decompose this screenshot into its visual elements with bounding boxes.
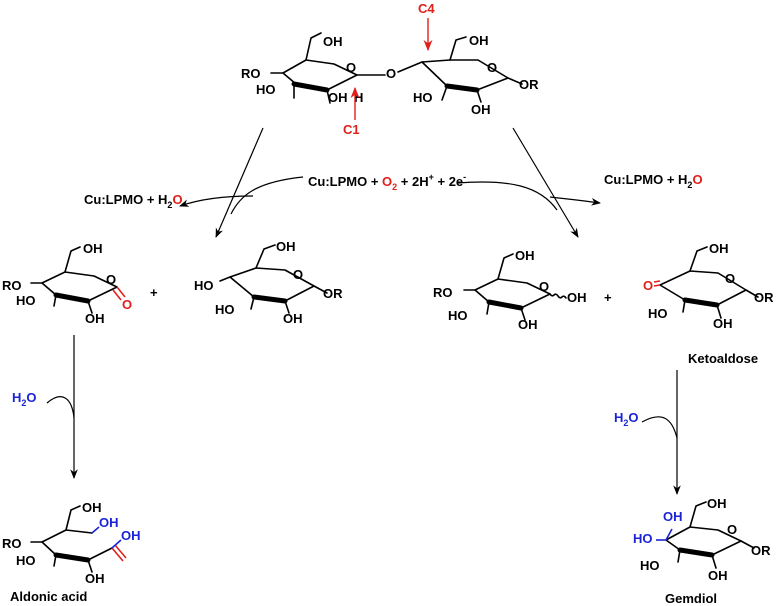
substrate-left-ch2oh: OH	[323, 34, 343, 49]
left-water: H2O	[12, 390, 37, 408]
glucoside-oh: OH	[283, 311, 303, 326]
right-byproduct: Cu:LPMO + H2O	[604, 172, 703, 190]
gemdiol-or: OR	[751, 543, 771, 558]
substrate-left-ho: HO	[256, 82, 276, 97]
substrate-left-ring-o: O	[346, 60, 356, 75]
substrate-right-ho: HO	[413, 90, 433, 105]
left-curved-input	[230, 176, 304, 215]
substrate-left-ring: OH O RO HO OH H	[241, 32, 386, 105]
ketoaldose-keto-o: O	[643, 278, 653, 293]
aldonic-ro: RO	[2, 536, 22, 551]
c1-oxidation-arrow	[215, 127, 264, 238]
aldonic-acid-product: OH RO OH HO OH OH Aldonic acid	[2, 500, 141, 604]
hemiacetal-ring-o: O	[539, 279, 549, 294]
aldonic-ch2oh: OH	[82, 500, 102, 515]
ketoaldose-caption: Ketoaldose	[688, 351, 758, 366]
left-curved-output	[179, 195, 254, 207]
plus-left: +	[150, 285, 158, 300]
right-curved-output	[549, 196, 601, 206]
gemdiol-oh: OH	[708, 568, 728, 583]
right-curved-input	[456, 181, 558, 211]
aldonic-acid-oh: OH	[121, 528, 141, 543]
gemdiol-ho-blue: HO	[633, 531, 653, 546]
hemiacetal-ro: RO	[433, 285, 453, 300]
gemdiol-ring-o: O	[727, 522, 737, 537]
left-water-curve	[46, 396, 75, 419]
substrate-right-ch2oh: OH	[469, 33, 489, 48]
hemiacetal-oh-c1: OH	[567, 290, 587, 305]
lactone-ch2oh: OH	[83, 241, 103, 256]
ketoaldose-ring-o: O	[725, 271, 735, 286]
substrate-right-oh: OH	[471, 102, 491, 117]
glucoside-product: OH O HO HO OH OR	[194, 239, 343, 326]
c1-label: C1	[343, 122, 360, 137]
lactone-carbonyl-o: O	[122, 297, 132, 312]
c4-label: C4	[418, 1, 435, 16]
gemdiol-ch2oh: OH	[707, 496, 727, 511]
hemiacetal-ho: HO	[448, 308, 468, 323]
c4-oxidation-arrow	[512, 127, 579, 238]
glucoside-ho-c4: HO	[194, 278, 214, 293]
gemdiol-product: OH OH O HO HO OH OR Gemdiol	[633, 496, 771, 606]
aldonic-ho: HO	[16, 553, 36, 568]
gemdiol-ho: HO	[640, 558, 660, 573]
aldonic-acid-caption: Aldonic acid	[10, 589, 87, 604]
glucoside-ring-o: O	[293, 267, 303, 282]
center-reagents: Cu:LPMO + O2 + 2H+ + 2e-	[308, 172, 466, 192]
hemiacetal-product: OH O RO HO OH OH	[433, 248, 587, 332]
glucoside-ch2oh: OH	[276, 239, 296, 254]
lactone-ho: HO	[16, 293, 36, 308]
hydration-arrows	[46, 335, 681, 495]
substrate-right-or: OR	[519, 77, 539, 92]
substrate-right-ring: OH O HO OH OR	[413, 33, 539, 117]
right-water-curve	[641, 416, 678, 439]
substrate-cellobioside: OH O RO HO OH H O OH O HO OH OR C4 C1	[241, 1, 539, 137]
ketoaldose-ch2oh: OH	[709, 241, 729, 256]
ketoaldose-or: OR	[754, 290, 774, 305]
substrate-left-oh: OH	[328, 90, 348, 105]
glycosidic-oxygen: O	[386, 66, 396, 81]
gemdiol-caption: Gemdiol	[665, 591, 717, 606]
left-byproduct: Cu:LPMO + H2O	[84, 192, 183, 210]
plus-right: +	[604, 290, 612, 305]
lactone-ro: RO	[2, 278, 22, 293]
reaction-arrows	[179, 127, 601, 238]
ketoaldose-ho: HO	[648, 306, 668, 321]
lactone-ring-o: O	[106, 272, 116, 287]
right-water: H2O	[614, 410, 639, 428]
glucoside-ho-c3: HO	[215, 302, 235, 317]
ketoaldose-product: OH O O HO OH OR Ketoaldose	[643, 241, 774, 366]
substrate-right-ring-o: O	[487, 60, 497, 75]
lactone-product: OH O RO HO OH O	[2, 241, 132, 326]
glucoside-or: OR	[323, 286, 343, 301]
gemdiol-oh-blue: OH	[663, 509, 683, 524]
substrate-left-ro: RO	[241, 66, 261, 81]
hemiacetal-ch2oh: OH	[515, 248, 535, 263]
hemiacetal-oh-c2: OH	[518, 317, 538, 332]
lactone-oh: OH	[85, 311, 105, 326]
aldonic-oh-c5: OH	[99, 515, 119, 530]
aldonic-oh-c2: OH	[85, 571, 105, 586]
ketoaldose-oh: OH	[713, 316, 733, 331]
